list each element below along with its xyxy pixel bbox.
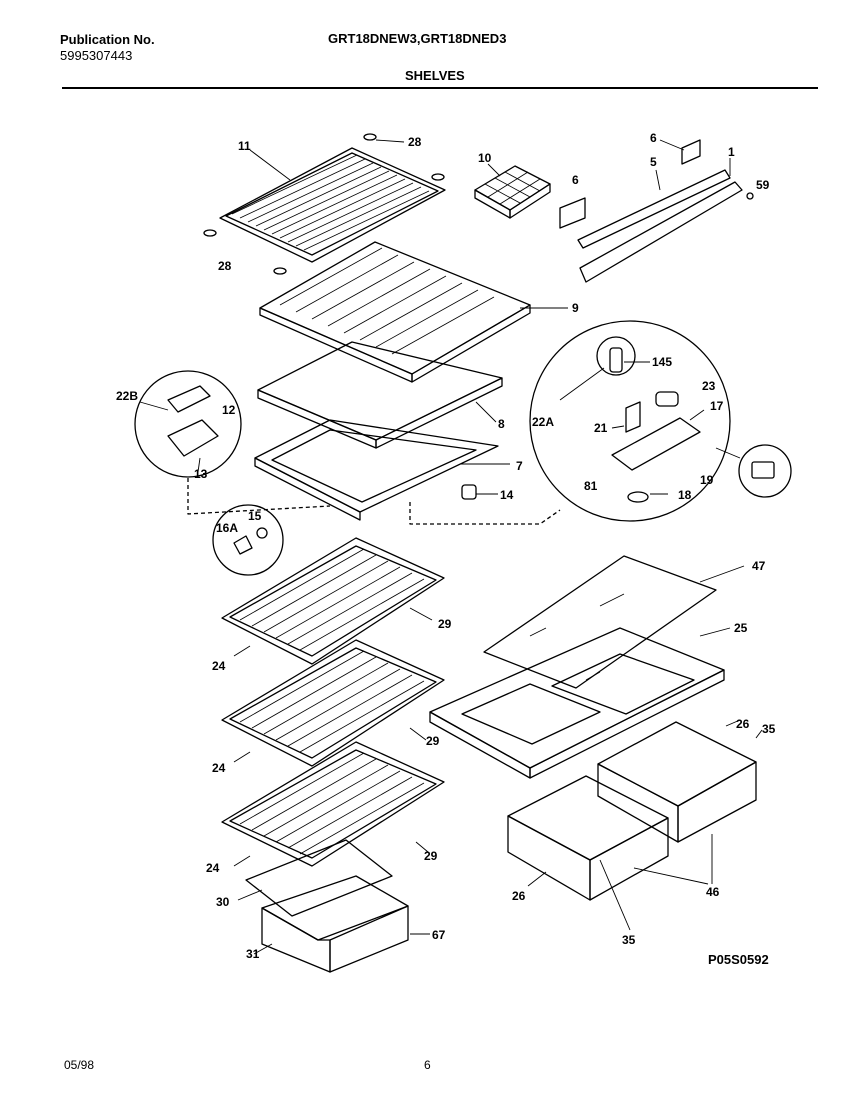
detail-145-circle [596,336,636,376]
part-wire-shelf-top [219,147,446,263]
part-bracket-6-right [681,139,701,165]
callout-5: 5 [650,155,657,169]
callout-26-right: 26 [736,717,750,731]
callout-11: 11 [238,139,251,153]
part-clip-28-b [431,173,445,181]
callout-1: 1 [728,145,735,159]
part-rail-1 [579,181,743,283]
part-clip-28-c [203,229,217,237]
part-18 [627,491,649,503]
callout-22A: 22A [532,415,554,429]
callout-67: 67 [432,928,446,942]
part-23 [655,391,679,407]
callout-25: 25 [734,621,748,635]
header-rule [62,87,818,89]
callout-15: 15 [248,509,262,523]
part-tray-8 [257,341,503,449]
part-clip-28-a [363,133,377,141]
callout-6-top: 6 [650,131,657,145]
callout-26-left: 26 [512,889,526,903]
callout-labels: 11 28 28 10 6 6 5 1 59 9 145 23 22B 12 1… [116,131,776,961]
part-wire-shelf-24-b [221,639,445,767]
glass-reflections [529,593,625,681]
callout-35-right: 35 [762,722,776,736]
part-12 [167,385,211,413]
part-rail-5 [577,169,731,249]
part-switch [751,461,775,479]
callout-9: 9 [572,301,579,315]
callout-29-top: 29 [438,617,452,631]
part-16A [233,535,253,555]
callout-31: 31 [246,947,260,961]
part-21 [625,401,641,433]
part-clip-28-d [273,267,287,275]
section-title: SHELVES [405,68,465,83]
callout-6-mid: 6 [572,173,579,187]
detail-circle-left [134,370,242,478]
callout-13: 13 [194,467,208,481]
publication-number: 5995307443 [60,48,133,63]
figure-code: P05S0592 [708,952,769,967]
part-14 [461,484,477,500]
callout-14: 14 [500,488,514,502]
detail-leader-right [409,502,561,525]
callout-24-bottom: 24 [206,861,220,875]
part-15 [256,527,268,539]
part-crisper-drawer-31 [261,875,409,973]
callout-12: 12 [222,403,236,417]
detail-circle-right [529,320,731,522]
part-wire-shelf-24-c [221,741,445,867]
part-shelf-frame-9 [259,241,531,383]
callout-30: 30 [216,895,230,909]
part-wire-shelf-24-a [221,537,445,665]
callout-47: 47 [752,559,766,573]
part-bracket-6-left [559,197,586,229]
callout-81: 81 [584,479,598,493]
callout-59: 59 [756,178,770,192]
part-glass-47 [483,555,717,689]
callout-22B: 22B [116,389,138,403]
callout-23: 23 [702,379,716,393]
callout-24-mid: 24 [212,761,226,775]
callout-46: 46 [706,885,720,899]
detail-leader-left [187,478,331,515]
footer-page-number: 6 [424,1058,431,1072]
callout-28-top: 28 [408,135,422,149]
part-13 [167,419,219,457]
part-shelf-frame-25 [429,627,725,779]
callout-7: 7 [516,459,523,473]
part-drawer-26-right [597,721,757,843]
callout-10: 10 [478,151,492,165]
callout-29-mid: 29 [426,734,440,748]
part-drawer-26-left [507,775,669,901]
detail-switch-circle [738,444,792,498]
callout-16A: 16A [216,521,238,535]
part-cover-7 [254,419,499,521]
part-ice-tray [474,165,551,219]
callout-18: 18 [678,488,692,502]
callout-28-bottom: 28 [218,259,232,273]
callout-29-bottom: 29 [424,849,438,863]
part-screw-59 [746,192,754,200]
callout-17: 17 [710,399,724,413]
callout-145: 145 [652,355,672,369]
leader-lines [139,139,763,955]
publication-label: Publication No. [60,32,155,47]
part-17 [611,417,701,471]
callout-19: 19 [700,473,714,487]
callout-21: 21 [594,421,608,435]
detail-circle-bulb [212,504,284,576]
callout-8: 8 [498,417,505,431]
callout-35-bottom: 35 [622,933,636,947]
footer-date: 05/98 [64,1058,95,1072]
model-numbers: GRT18DNEW3,GRT18DNED3 [328,31,507,46]
part-crisper-cover-30 [245,839,393,917]
callout-24-top: 24 [212,659,226,673]
part-145 [609,347,623,373]
